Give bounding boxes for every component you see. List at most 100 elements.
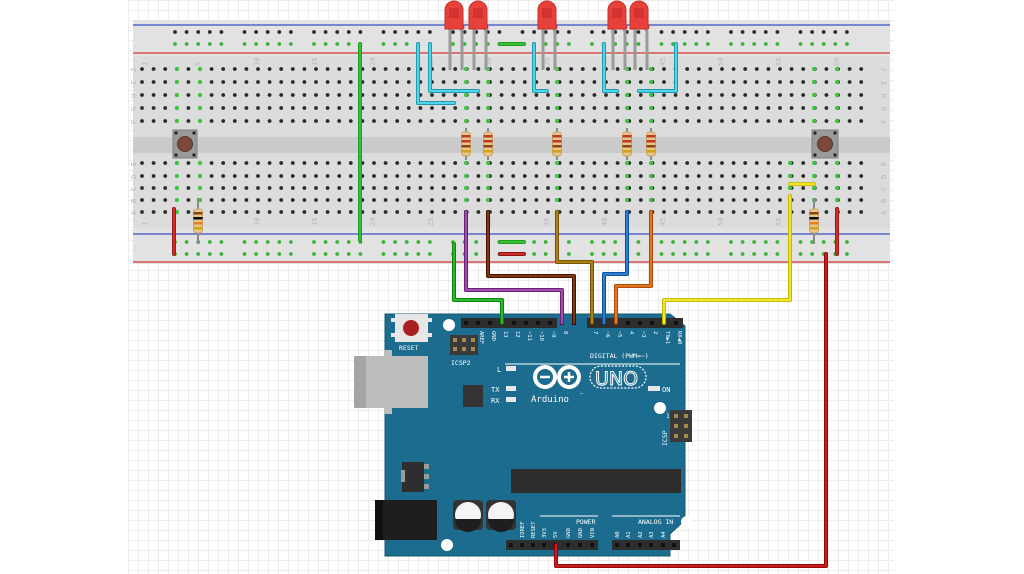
breadboard-hole xyxy=(801,161,806,165)
breadboard-hole xyxy=(163,67,168,71)
header-pin[interactable] xyxy=(672,543,676,547)
header-pin[interactable] xyxy=(520,543,524,547)
header-pin[interactable] xyxy=(649,543,653,547)
header-pin[interactable] xyxy=(661,543,665,547)
resistor-led-4[interactable] xyxy=(622,128,632,160)
connected-hole xyxy=(834,92,840,98)
usb-connector xyxy=(354,356,428,408)
led[interactable] xyxy=(537,0,558,70)
header-pin[interactable] xyxy=(638,321,642,325)
header-pin[interactable] xyxy=(524,321,528,325)
resistor-led-1[interactable] xyxy=(461,128,471,160)
cyan-wires-inner xyxy=(416,42,678,105)
resistor-pulldown-left[interactable] xyxy=(193,198,203,244)
breadboard-hole xyxy=(662,186,666,190)
resistor-led-5[interactable] xyxy=(646,128,656,160)
cyan-wire-4-inner xyxy=(602,42,619,93)
breadboard-hole xyxy=(580,93,585,97)
header-pin[interactable] xyxy=(509,543,513,547)
rail-hole xyxy=(312,30,316,34)
breadboard-hole xyxy=(754,93,759,97)
rail-hole xyxy=(752,42,757,46)
led[interactable] xyxy=(468,0,489,70)
resistor-led-3[interactable] xyxy=(552,128,562,160)
header-pin[interactable] xyxy=(615,543,619,547)
voltage-regulator-pin xyxy=(424,464,429,469)
header-pin[interactable] xyxy=(650,321,654,325)
digital-header-right xyxy=(587,318,683,328)
breadboard-hole xyxy=(743,67,748,71)
rail-hole xyxy=(798,42,803,46)
header-pin[interactable] xyxy=(590,543,594,547)
header-pin[interactable] xyxy=(488,321,492,325)
power-header xyxy=(506,540,598,550)
breadboard-hole xyxy=(696,198,701,202)
row-label-right: E xyxy=(880,162,888,166)
pushbutton-right-cap[interactable] xyxy=(817,136,833,152)
digital-pin-label: TX▶1 xyxy=(664,331,670,344)
breadboard-hole xyxy=(801,106,806,110)
rail-hole xyxy=(254,30,258,34)
pushbutton-left[interactable] xyxy=(172,129,198,159)
rail-hole xyxy=(590,42,594,46)
header-pin[interactable] xyxy=(674,321,678,325)
rail-hole xyxy=(636,42,641,46)
power-jack-front xyxy=(375,500,383,540)
breadboard-hole xyxy=(847,210,852,214)
connected-hole xyxy=(648,118,654,124)
pushbutton-left-cap[interactable] xyxy=(177,136,193,152)
breadboard-hole xyxy=(801,119,806,123)
breadboard-hole xyxy=(569,174,574,178)
header-pin[interactable] xyxy=(464,321,468,325)
header-pin[interactable] xyxy=(476,321,480,325)
connected-hole xyxy=(834,105,840,111)
rail-hole xyxy=(196,30,201,34)
header-pin[interactable] xyxy=(626,321,630,325)
rail-hole xyxy=(184,30,189,34)
led[interactable] xyxy=(607,0,628,70)
breadboard-hole xyxy=(511,93,516,97)
breadboard-hole xyxy=(476,198,481,202)
breadboard-hole xyxy=(151,93,156,97)
breadboard-hole xyxy=(395,186,400,190)
breadboard-hole xyxy=(209,67,214,71)
reset-button[interactable] xyxy=(391,314,432,342)
breadboard-hole xyxy=(395,174,400,178)
column-number-top: 35 xyxy=(543,58,551,66)
header-pin[interactable] xyxy=(512,321,516,325)
breadboard-hole xyxy=(140,93,144,97)
breadboard-hole xyxy=(592,174,597,178)
breadboard-hole xyxy=(476,93,481,97)
header-pin[interactable] xyxy=(542,543,546,547)
breadboard-hole xyxy=(778,106,782,110)
header-pin[interactable] xyxy=(638,543,642,547)
resistor-led-2[interactable] xyxy=(483,128,493,160)
led[interactable] xyxy=(444,0,465,70)
icsp-pin xyxy=(674,434,678,438)
connected-hole xyxy=(811,118,817,124)
breadboard-hole xyxy=(279,93,284,97)
breadboard-hole xyxy=(290,174,295,178)
breadboard-hole xyxy=(314,80,318,84)
rail-hole xyxy=(532,252,536,256)
reset-button-cap[interactable] xyxy=(403,320,419,336)
breadboard-hole xyxy=(256,67,260,71)
rail-hole xyxy=(636,30,641,34)
led[interactable] xyxy=(629,0,650,70)
breadboard-hole xyxy=(244,161,249,165)
header-pin[interactable] xyxy=(566,543,570,547)
breadboard-hole xyxy=(476,210,481,214)
breadboard-hole xyxy=(348,80,353,84)
connected-hole xyxy=(174,66,180,72)
header-pin[interactable] xyxy=(531,543,535,547)
header-pin[interactable] xyxy=(578,543,582,547)
resistor-pulldown-right[interactable] xyxy=(809,198,819,244)
connected-hole xyxy=(554,79,560,85)
digital-pin-label: RX◀0 xyxy=(676,331,682,344)
connected-hole xyxy=(463,66,469,72)
breadboard-hole xyxy=(186,93,191,97)
header-pin[interactable] xyxy=(548,321,552,325)
header-pin[interactable] xyxy=(536,321,540,325)
pushbutton-right[interactable] xyxy=(811,129,839,159)
header-pin[interactable] xyxy=(626,543,630,547)
